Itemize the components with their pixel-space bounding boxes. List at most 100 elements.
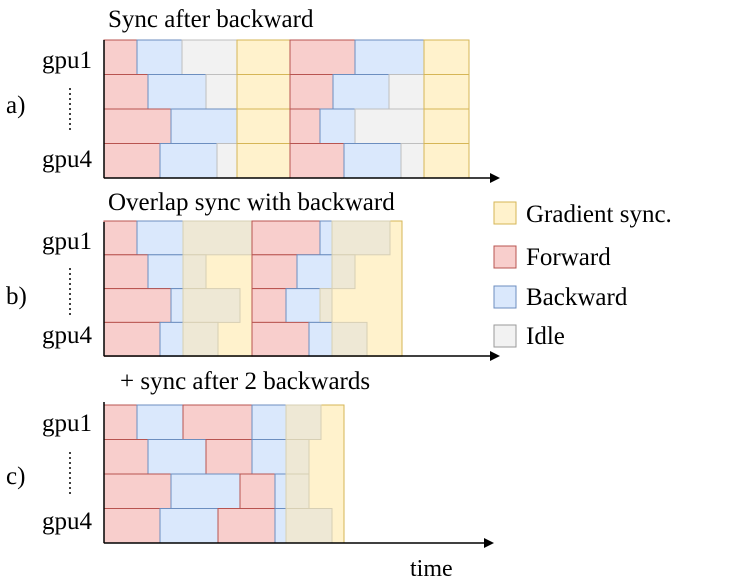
panel-c-label: c)	[6, 463, 25, 490]
legend-swatch-backward	[493, 285, 517, 309]
backward-block	[332, 74, 390, 110]
forward-block	[103, 288, 172, 323]
panel-b-rows	[103, 220, 403, 357]
forward-block	[289, 143, 345, 179]
backward-block	[147, 74, 207, 110]
forward-block	[205, 439, 253, 475]
idle-block	[285, 473, 310, 509]
legend-label-forward: Forward	[526, 244, 611, 271]
panel-c-time-axis	[103, 402, 494, 548]
panel-b-label: b)	[6, 283, 27, 310]
idle-block	[331, 220, 391, 256]
backward-block	[319, 220, 333, 256]
forward-block	[239, 473, 276, 509]
forward-block	[217, 508, 276, 544]
panel-a-rows	[103, 39, 470, 179]
forward-block	[103, 220, 138, 256]
panel-b-gpu1-label: gpu1	[42, 228, 92, 255]
panel-b-axis-arrowhead	[490, 351, 500, 361]
gradient-sync-block	[236, 74, 291, 110]
forward-block	[251, 321, 310, 357]
panel-c: + sync after 2 backwards gpu1 c) gpu4	[6, 368, 494, 548]
backward-block	[274, 473, 287, 509]
backward-block	[251, 404, 287, 440]
backward-block	[319, 108, 356, 144]
backward-block	[147, 254, 184, 290]
idle-block	[285, 508, 333, 544]
forward-block	[103, 143, 161, 179]
forward-block	[103, 108, 172, 144]
panel-b: Overlap sync with backward gpu1 b) gpu4	[6, 189, 500, 361]
backward-block	[343, 143, 402, 179]
idle-block	[388, 74, 425, 110]
forward-block	[103, 473, 172, 509]
forward-block	[182, 404, 253, 440]
legend-item-idle: Idle	[493, 323, 565, 350]
forward-block	[251, 220, 321, 256]
backward-block	[136, 220, 184, 256]
backward-block	[354, 39, 425, 75]
idle-block	[216, 143, 238, 179]
backward-block	[147, 439, 207, 475]
backward-block	[296, 254, 333, 290]
idle-block	[205, 74, 238, 110]
legend-label-gradient-sync: Gradient sync.	[526, 201, 672, 228]
idle-block	[331, 321, 368, 357]
panel-a-time-axis	[103, 40, 500, 183]
legend-item-gradient-sync: Gradient sync.	[493, 201, 672, 228]
forward-block	[103, 254, 149, 290]
panel-a-gpu4-label: gpu4	[42, 146, 93, 173]
forward-block	[103, 404, 138, 440]
gradient-sync-block	[423, 39, 470, 75]
idle-block	[181, 39, 238, 75]
idle-block	[331, 254, 356, 290]
forward-block	[103, 439, 149, 475]
forward-block	[103, 321, 161, 357]
panel-a-title: Sync after backward	[108, 6, 314, 33]
gradient-sync-block	[236, 39, 291, 75]
idle-block	[354, 108, 425, 144]
forward-block	[251, 254, 298, 290]
legend-item-forward: Forward	[493, 244, 611, 271]
gradient-sync-block	[236, 143, 291, 179]
gradient-sync-block	[423, 108, 470, 144]
idle-block	[285, 404, 322, 440]
backward-block	[170, 288, 184, 323]
gradient-sync-block	[236, 108, 291, 144]
idle-block	[319, 288, 333, 323]
gradient-sync-block	[423, 143, 470, 179]
backward-block	[136, 39, 183, 75]
forward-block	[289, 108, 321, 144]
backward-block	[136, 404, 184, 440]
idle-block	[400, 143, 425, 179]
backward-block	[159, 143, 218, 179]
panel-c-title: + sync after 2 backwards	[120, 368, 370, 395]
idle-block	[182, 254, 207, 290]
backward-block	[285, 288, 321, 323]
legend-swatch-idle	[493, 324, 517, 348]
legend-swatch-gradient-sync	[493, 201, 517, 225]
backward-block	[159, 508, 219, 544]
panel-a: Sync after backward gpu1 a) gpu4	[6, 6, 500, 183]
time-axis-label: time	[410, 556, 453, 582]
forward-block	[103, 74, 149, 110]
forward-block	[251, 288, 287, 323]
idle-block	[285, 439, 310, 475]
panel-a-gpu1-label: gpu1	[42, 47, 92, 74]
panel-c-gpu1-label: gpu1	[42, 410, 92, 437]
idle-block	[182, 220, 253, 256]
panel-a-axis-arrowhead	[490, 173, 500, 183]
panel-a-label: a)	[6, 92, 25, 119]
panel-b-gpu4-label: gpu4	[42, 322, 93, 349]
forward-block	[289, 74, 334, 110]
idle-block	[182, 321, 219, 357]
panel-c-rows	[103, 404, 345, 544]
forward-block	[289, 39, 356, 75]
gradient-sync-block	[423, 74, 470, 110]
panel-c-axis-arrowhead	[484, 538, 494, 548]
backward-block	[308, 321, 333, 357]
legend-swatch-forward	[493, 245, 517, 269]
backward-block	[274, 508, 287, 544]
panel-c-gpu4-label: gpu4	[42, 508, 93, 535]
